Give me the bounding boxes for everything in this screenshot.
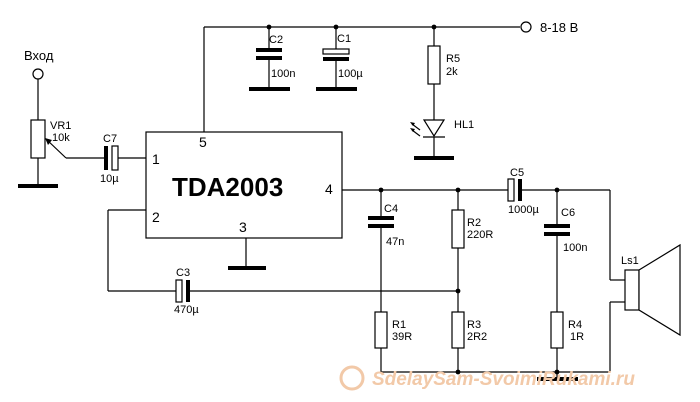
r5-ref: R5 — [446, 53, 460, 65]
potentiometer-vr1: VR1 10k — [18, 119, 104, 188]
ic-pin-2: 2 — [152, 209, 160, 225]
c7-ref: C7 — [103, 133, 117, 145]
hl1-ref: HL1 — [454, 119, 474, 131]
r3-ref: R3 — [467, 319, 481, 331]
c3-value: 470µ — [174, 304, 199, 316]
r3-value: 2R2 — [467, 331, 487, 343]
ic-tda2003: TDA2003 1 2 3 4 5 — [145, 131, 343, 270]
vr1-value: 10k — [52, 132, 70, 144]
ic-pin-4: 4 — [325, 181, 333, 197]
capacitor-c7: C7 10µ — [100, 133, 146, 185]
c4-ref: C4 — [384, 203, 398, 215]
input-section: Вход — [24, 48, 54, 120]
c1-ref: C1 — [337, 33, 351, 45]
supply-terminal — [520, 21, 532, 33]
c6-ref: C6 — [561, 207, 575, 219]
capacitor-c5: C5 1000µ — [507, 167, 610, 216]
output-bus — [342, 187, 508, 193]
c2-value: 100n — [271, 68, 295, 80]
c6-value: 100n — [563, 242, 587, 254]
c3-ref: C3 — [176, 267, 190, 279]
r4-ref: R4 — [568, 319, 582, 331]
resistor-r4: R4 1R — [550, 311, 584, 372]
c5-ref: C5 — [510, 167, 524, 179]
ls1-ref: Ls1 — [621, 255, 639, 267]
capacitor-c2: C2 100n — [249, 27, 295, 91]
capacitor-c4: C4 47n — [368, 190, 404, 312]
ic-name: TDA2003 — [172, 172, 283, 202]
capacitor-c1: C1 100µ — [316, 27, 363, 91]
watermark-logo-icon — [339, 365, 365, 391]
feedback-path — [107, 209, 176, 292]
resistor-r2: R2 220R — [451, 190, 493, 312]
ground-bus — [381, 369, 610, 381]
capacitor-c6: C6 100n — [544, 190, 587, 312]
input-terminal — [32, 68, 44, 80]
resistor-r5: R5 2k — [427, 27, 460, 120]
ic-pin-1: 1 — [152, 151, 160, 167]
led-hl1: HL1 — [410, 119, 474, 160]
ic-pin-5: 5 — [199, 134, 207, 150]
watermark: SdelaySam-SvoimiRukami.ru — [339, 365, 635, 391]
watermark-text: SdelaySam-SvoimiRukami.ru — [372, 369, 635, 390]
c5-value: 1000µ — [508, 204, 539, 216]
r2-value: 220R — [467, 229, 493, 241]
r4-value: 1R — [570, 331, 584, 343]
capacitor-c3: C3 470µ — [174, 267, 461, 316]
r2-ref: R2 — [467, 217, 481, 229]
c1-value: 100µ — [338, 68, 363, 80]
vr1-ref: VR1 — [50, 120, 71, 132]
c2-ref: C2 — [269, 34, 283, 46]
supply-rail: 8-18 В — [203, 20, 578, 132]
input-label: Вход — [24, 48, 54, 63]
ic-pin-3: 3 — [239, 219, 247, 235]
r1-value: 39R — [392, 331, 412, 343]
r5-value: 2k — [446, 66, 458, 78]
r1-ref: R1 — [392, 319, 406, 331]
resistor-r3: R3 2R2 — [451, 311, 487, 372]
c4-value: 47n — [386, 236, 404, 248]
supply-label: 8-18 В — [540, 20, 578, 35]
c7-value: 10µ — [100, 173, 119, 185]
resistor-r1: R1 39R — [374, 311, 412, 372]
speaker-ls1: Ls1 — [609, 190, 681, 372]
